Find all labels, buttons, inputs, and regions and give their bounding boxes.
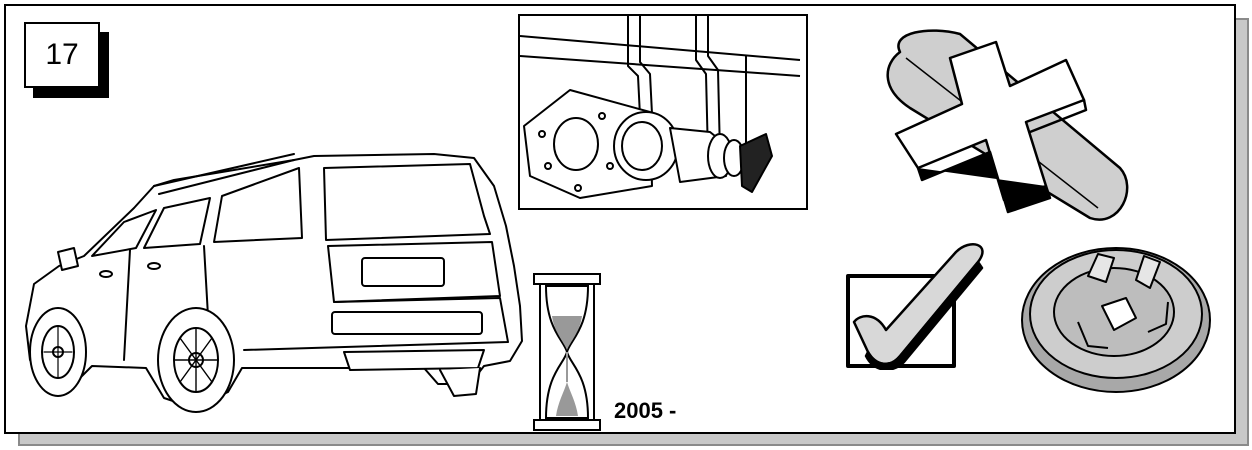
step-number-box: 17	[24, 22, 100, 88]
model-year-label: 2005 -	[614, 398, 677, 423]
checkmark-in-box-icon	[846, 243, 984, 370]
cross-mark-icon	[886, 29, 1129, 221]
hourglass-icon	[533, 273, 601, 431]
step-number: 17	[45, 38, 79, 71]
car-illustration	[25, 153, 523, 413]
trailer-socket-inset	[518, 14, 808, 210]
round-clip-part-illustration	[1021, 247, 1211, 393]
trailer-socket-illustration	[520, 16, 801, 199]
